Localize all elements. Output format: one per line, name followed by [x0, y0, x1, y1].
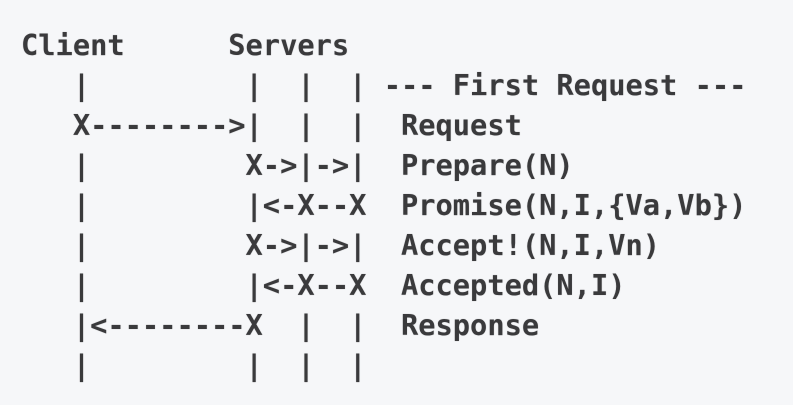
response-message-line: |<--------X | | Response [21, 308, 540, 342]
phase-first-request-line: | | | | --- First Request --- [21, 68, 747, 102]
promise-message-line: | |<-X--X Promise(N,I,{Va,Vb}) [21, 188, 747, 222]
paxos-sequence-diagram: Client Servers | | | | --- First Request… [21, 28, 747, 382]
request-message-line: X-------->| | | Request [21, 108, 522, 142]
accepted-message-line: | |<-X--X Accepted(N,I) [21, 268, 626, 302]
accept-message-line: | X->|->| Accept!(N,I,Vn) [21, 228, 661, 262]
actors-header-line: Client Servers [21, 28, 350, 62]
prepare-message-line: | X->|->| Prepare(N) [21, 148, 574, 182]
lifelines-tail-line: | | | | [21, 348, 367, 382]
